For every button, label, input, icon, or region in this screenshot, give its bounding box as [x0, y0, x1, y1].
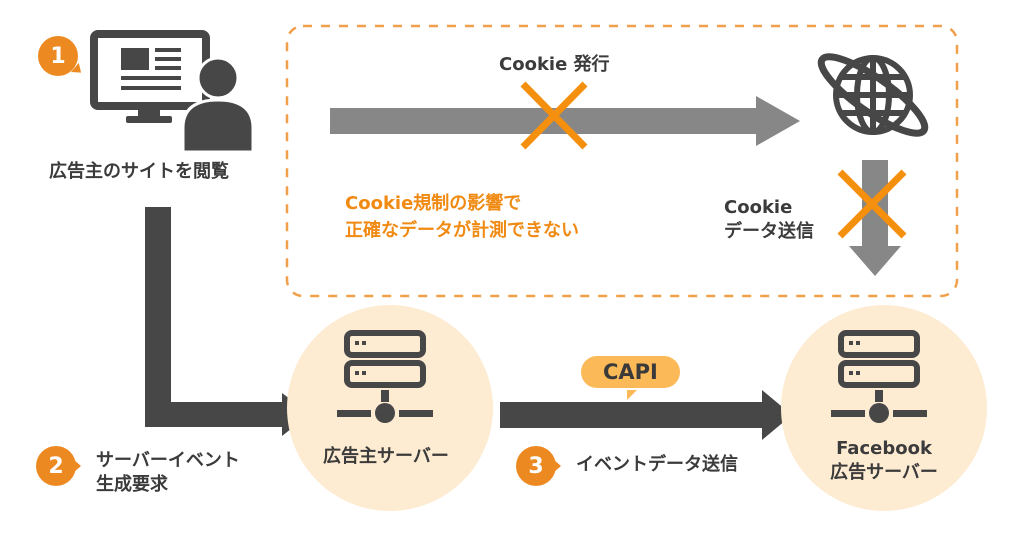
server-icon — [831, 330, 927, 423]
server-event-arrow — [145, 207, 310, 436]
globe-icon — [817, 53, 929, 137]
capi-label: CAPI — [581, 356, 680, 388]
step-2-badge: 2 — [36, 446, 81, 486]
capi-event-arrow — [500, 390, 792, 440]
cookie-restriction-box — [285, 24, 959, 298]
user-at-computer-icon — [90, 30, 255, 154]
step-3-badge: 3 — [516, 446, 561, 486]
step-1-badge: 1 — [38, 36, 85, 78]
cookie-issue-blocked-icon — [520, 81, 588, 150]
step-1-label: 広告主のサイトを閲覧 — [49, 161, 229, 182]
facebook-server-label: Facebook 広告サーバー — [830, 438, 938, 484]
cookie-issue-label: Cookie 発行 — [499, 54, 610, 75]
badge-pointer — [554, 460, 561, 472]
cookie-send-label: Cookie データ送信 — [724, 197, 814, 243]
step-3-label: イベントデータ送信 — [576, 454, 738, 475]
cookie-restriction-warning: Cookie規制の影響で 正確なデータが計測できない — [345, 193, 579, 241]
bubble-tail — [627, 390, 637, 400]
cookie-send-blocked-icon — [837, 169, 907, 239]
capi-bubble: CAPI — [581, 356, 680, 400]
badge-pointer — [74, 460, 81, 472]
server-icon — [337, 330, 433, 423]
cookie-send-arrow — [849, 160, 901, 276]
advertiser-server-label: 広告主サーバー — [323, 446, 449, 467]
step-2-label: サーバーイベント 生成要求 — [96, 450, 240, 496]
